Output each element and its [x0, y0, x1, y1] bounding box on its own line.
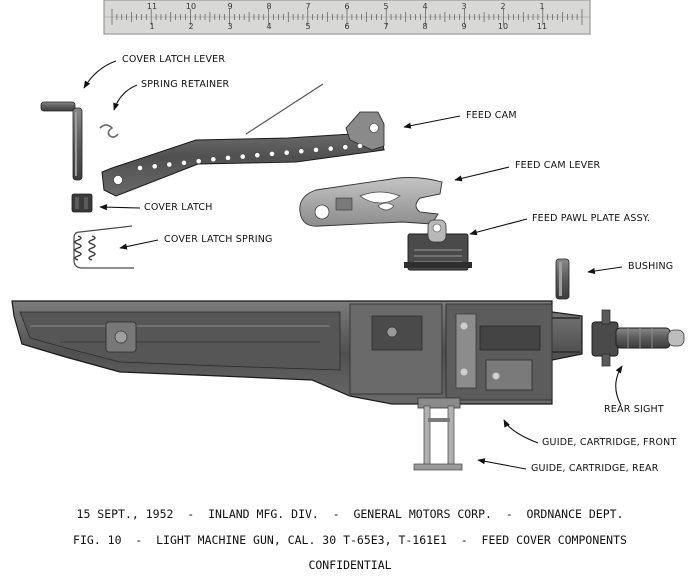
- rear-sight-part: [591, 309, 685, 367]
- label-cover-latch-spring: COVER LATCH SPRING: [164, 234, 273, 245]
- ruler-number-bottom: 11: [537, 22, 547, 31]
- ruler-number-top: 8: [266, 2, 271, 11]
- ruler-number-bottom: 1: [149, 22, 154, 31]
- ruler-number-bottom: 9: [461, 22, 466, 31]
- ruler-number-bottom: 6: [344, 22, 349, 31]
- cartridge-guide-part: [413, 397, 463, 471]
- ruler: 11 10 9 8 7 6 5 4 3 2 1 1 2 3 4 5 6 7 8 9 10 11: [103, 0, 591, 35]
- cover-latch-lever-part: [40, 101, 83, 181]
- spring-retainer-part: [99, 124, 119, 138]
- feed-cam-holes: [137, 143, 363, 171]
- ruler-number-top: 3: [461, 2, 466, 11]
- caption-line-3: CONFIDENTIAL: [308, 558, 392, 572]
- ruler-number-bottom: 10: [498, 22, 508, 31]
- leader-arrows: [83, 60, 623, 470]
- ruler-number-top: 9: [227, 2, 232, 11]
- label-guide-cartridge-rear: GUIDE, CARTRIDGE, REAR: [531, 463, 659, 474]
- feed-cam-hole: [298, 148, 305, 155]
- label-bushing: BUSHING: [628, 261, 674, 272]
- feed-cam-hole: [327, 145, 334, 152]
- feed-pawl-plate-part: [404, 219, 472, 271]
- ruler-number-top: 11: [147, 2, 157, 11]
- label-feed-cam: FEED CAM: [466, 110, 517, 121]
- feed-cam-hole: [151, 163, 158, 170]
- feed-cam-hole: [357, 143, 363, 149]
- feed-cam-hole: [254, 152, 261, 159]
- feed-cam-hole: [166, 161, 173, 168]
- ruler-number-bottom: 8: [422, 22, 427, 31]
- ruler-number-top: 5: [383, 2, 388, 11]
- feed-cam-part: [101, 83, 385, 197]
- feed-cam-hole: [269, 151, 275, 157]
- feed-cam-hole: [181, 159, 187, 166]
- label-rear-sight: REAR SIGHT: [604, 404, 664, 415]
- ruler-number-top: 1: [539, 2, 544, 11]
- label-cover-latch: COVER LATCH: [144, 202, 213, 213]
- ruler-ticks: [111, 9, 583, 25]
- feed-cam-hole: [210, 156, 217, 163]
- bushing-part: [555, 258, 570, 300]
- ruler-number-top: 6: [344, 2, 349, 11]
- ruler-number-bottom: 3: [227, 22, 232, 31]
- cover-latch-part: [71, 193, 93, 213]
- ruler-number-top: 2: [500, 2, 505, 11]
- ruler-number-top: 7: [305, 2, 310, 11]
- caption-line-2: FIG. 10 - LIGHT MACHINE GUN, CAL. 30 T-6…: [73, 533, 627, 547]
- feed-cam-hole: [239, 153, 246, 160]
- feed-cam-hole: [283, 149, 290, 156]
- label-feed-pawl-plate: FEED PAWL PLATE ASSY.: [532, 213, 651, 224]
- label-cover-latch-lever: COVER LATCH LEVER: [122, 54, 226, 65]
- ruler-numbers-bottom: 1 2 3 4 5 6 7 8 9 10 11: [149, 22, 547, 31]
- feed-cam-lever-part: [299, 177, 443, 227]
- feed-cam-hole: [225, 155, 231, 161]
- feed-cam-hole: [342, 144, 349, 151]
- ruler-number-bottom: 5: [305, 22, 310, 31]
- feed-cover-body: [11, 300, 583, 405]
- feed-cam-hole: [137, 165, 143, 171]
- ruler-numbers-top: 11 10 9 8 7 6 5 4 3 2 1: [147, 2, 545, 11]
- ruler-number-bottom: 4: [266, 22, 271, 31]
- label-feed-cam-lever: FEED CAM LEVER: [515, 160, 601, 171]
- label-spring-retainer: SPRING RETAINER: [141, 79, 230, 90]
- ruler-number-bottom: 7: [383, 22, 388, 31]
- caption-line-1: 15 SEPT., 1952 - INLAND MFG. DIV. - GENE…: [76, 507, 624, 521]
- label-guide-cartridge-front: GUIDE, CARTRIDGE, FRONT: [542, 437, 677, 448]
- feed-cam-hole: [313, 147, 319, 153]
- cover-latch-spring-part: [73, 225, 134, 269]
- ruler-number-top: 10: [186, 2, 196, 11]
- feed-cam-hole: [195, 158, 202, 164]
- ruler-number-top: 4: [422, 2, 427, 11]
- ruler-number-bottom: 2: [188, 22, 193, 31]
